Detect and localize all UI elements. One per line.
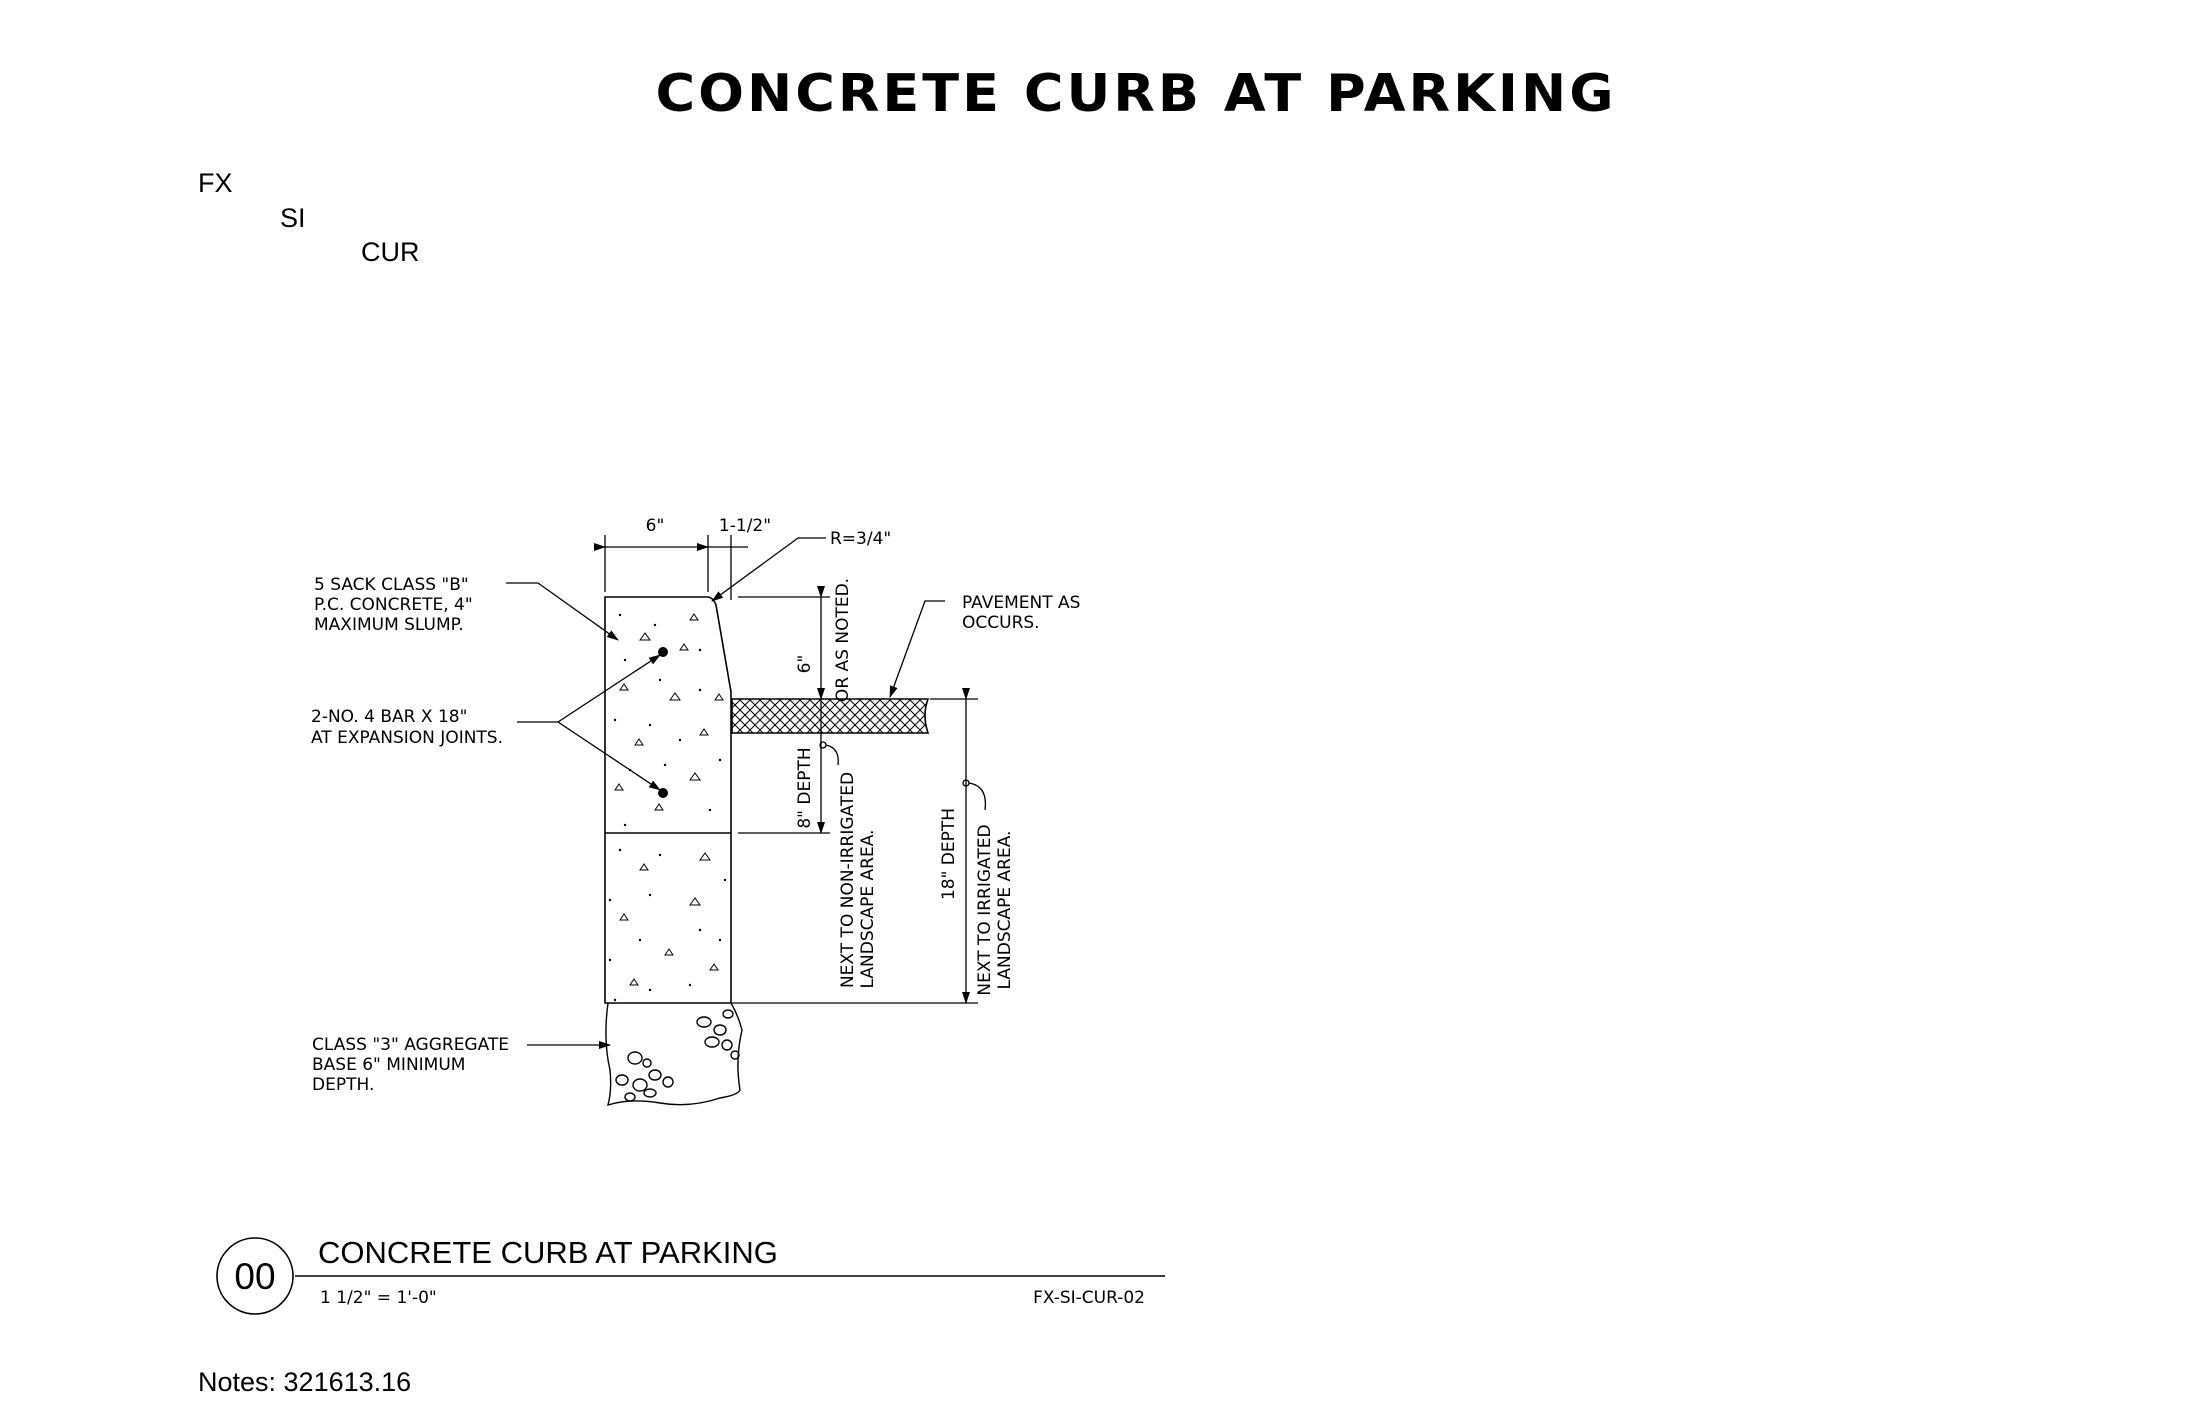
aggregate-base: [605, 1002, 743, 1107]
pavement-callout-2: OCCURS.: [962, 613, 1040, 633]
aggregate-callout-1: CLASS "3" AGGREGATE: [312, 1035, 509, 1055]
concrete-leader: [506, 582, 619, 641]
vertical-dim-6-8: [738, 586, 839, 834]
title-block-sheet-id: FX-SI-CUR-02: [1033, 1288, 1145, 1308]
code-level-2: SI: [280, 203, 306, 233]
note-non-irrigated-1: NEXT TO NON-IRRIGATED: [838, 772, 858, 988]
concrete-stipple: [614, 613, 724, 986]
notes: Notes: 321613.16: [198, 1367, 412, 1397]
dim-depth-18: 18" DEPTH: [939, 808, 959, 900]
aggregate-callout-3: DEPTH.: [312, 1075, 374, 1095]
rebar-callout-2: AT EXPANSION JOINTS.: [311, 728, 503, 748]
dim-height-note: OR AS NOTED.: [833, 578, 853, 702]
rebar-callout-1: 2-NO. 4 BAR X 18": [311, 707, 467, 727]
page-title: CONCRETE CURB AT PARKING: [655, 63, 1617, 124]
pavement-section: [731, 698, 930, 734]
vertical-dim-18: [731, 688, 987, 1004]
aggregate-callout-2: BASE 6" MINIMUM: [312, 1055, 465, 1075]
note-irrigated-1: NEXT TO IRRIGATED: [975, 824, 995, 995]
radius-leader: [711, 537, 826, 602]
dim-depth-8: 8" DEPTH: [795, 747, 815, 828]
pavement-leader: [889, 600, 945, 698]
title-block-number: 00: [234, 1256, 275, 1297]
concrete-callout-2: P.C. CONCRETE, 4": [314, 595, 473, 615]
concrete-callout-3: MAXIMUM SLUMP.: [314, 615, 464, 635]
title-block: [216, 1237, 1165, 1315]
code-level-1: FX: [198, 168, 233, 198]
note-irrigated-2: LANDSCAPE AREA.: [995, 831, 1015, 990]
rebar-leader: [517, 654, 661, 791]
dim-chamfer: 1-1/2": [719, 516, 771, 536]
concrete-callout-1: 5 SACK CLASS "B": [314, 575, 469, 595]
curb-section: [604, 596, 732, 1004]
concrete-dots: [608, 613, 727, 1002]
dim-width-6: 6": [646, 516, 665, 536]
top-dimensions: [594, 535, 748, 600]
dim-height-6: 6": [795, 655, 815, 674]
pavement-callout-1: PAVEMENT AS: [962, 593, 1080, 613]
note-non-irrigated-2: LANDSCAPE AREA.: [858, 830, 878, 989]
title-block-name: CONCRETE CURB AT PARKING: [318, 1235, 778, 1270]
code-level-3: CUR: [361, 237, 420, 267]
dim-radius: R=3/4": [830, 529, 891, 549]
title-block-scale: 1 1/2" = 1'-0": [320, 1288, 437, 1308]
